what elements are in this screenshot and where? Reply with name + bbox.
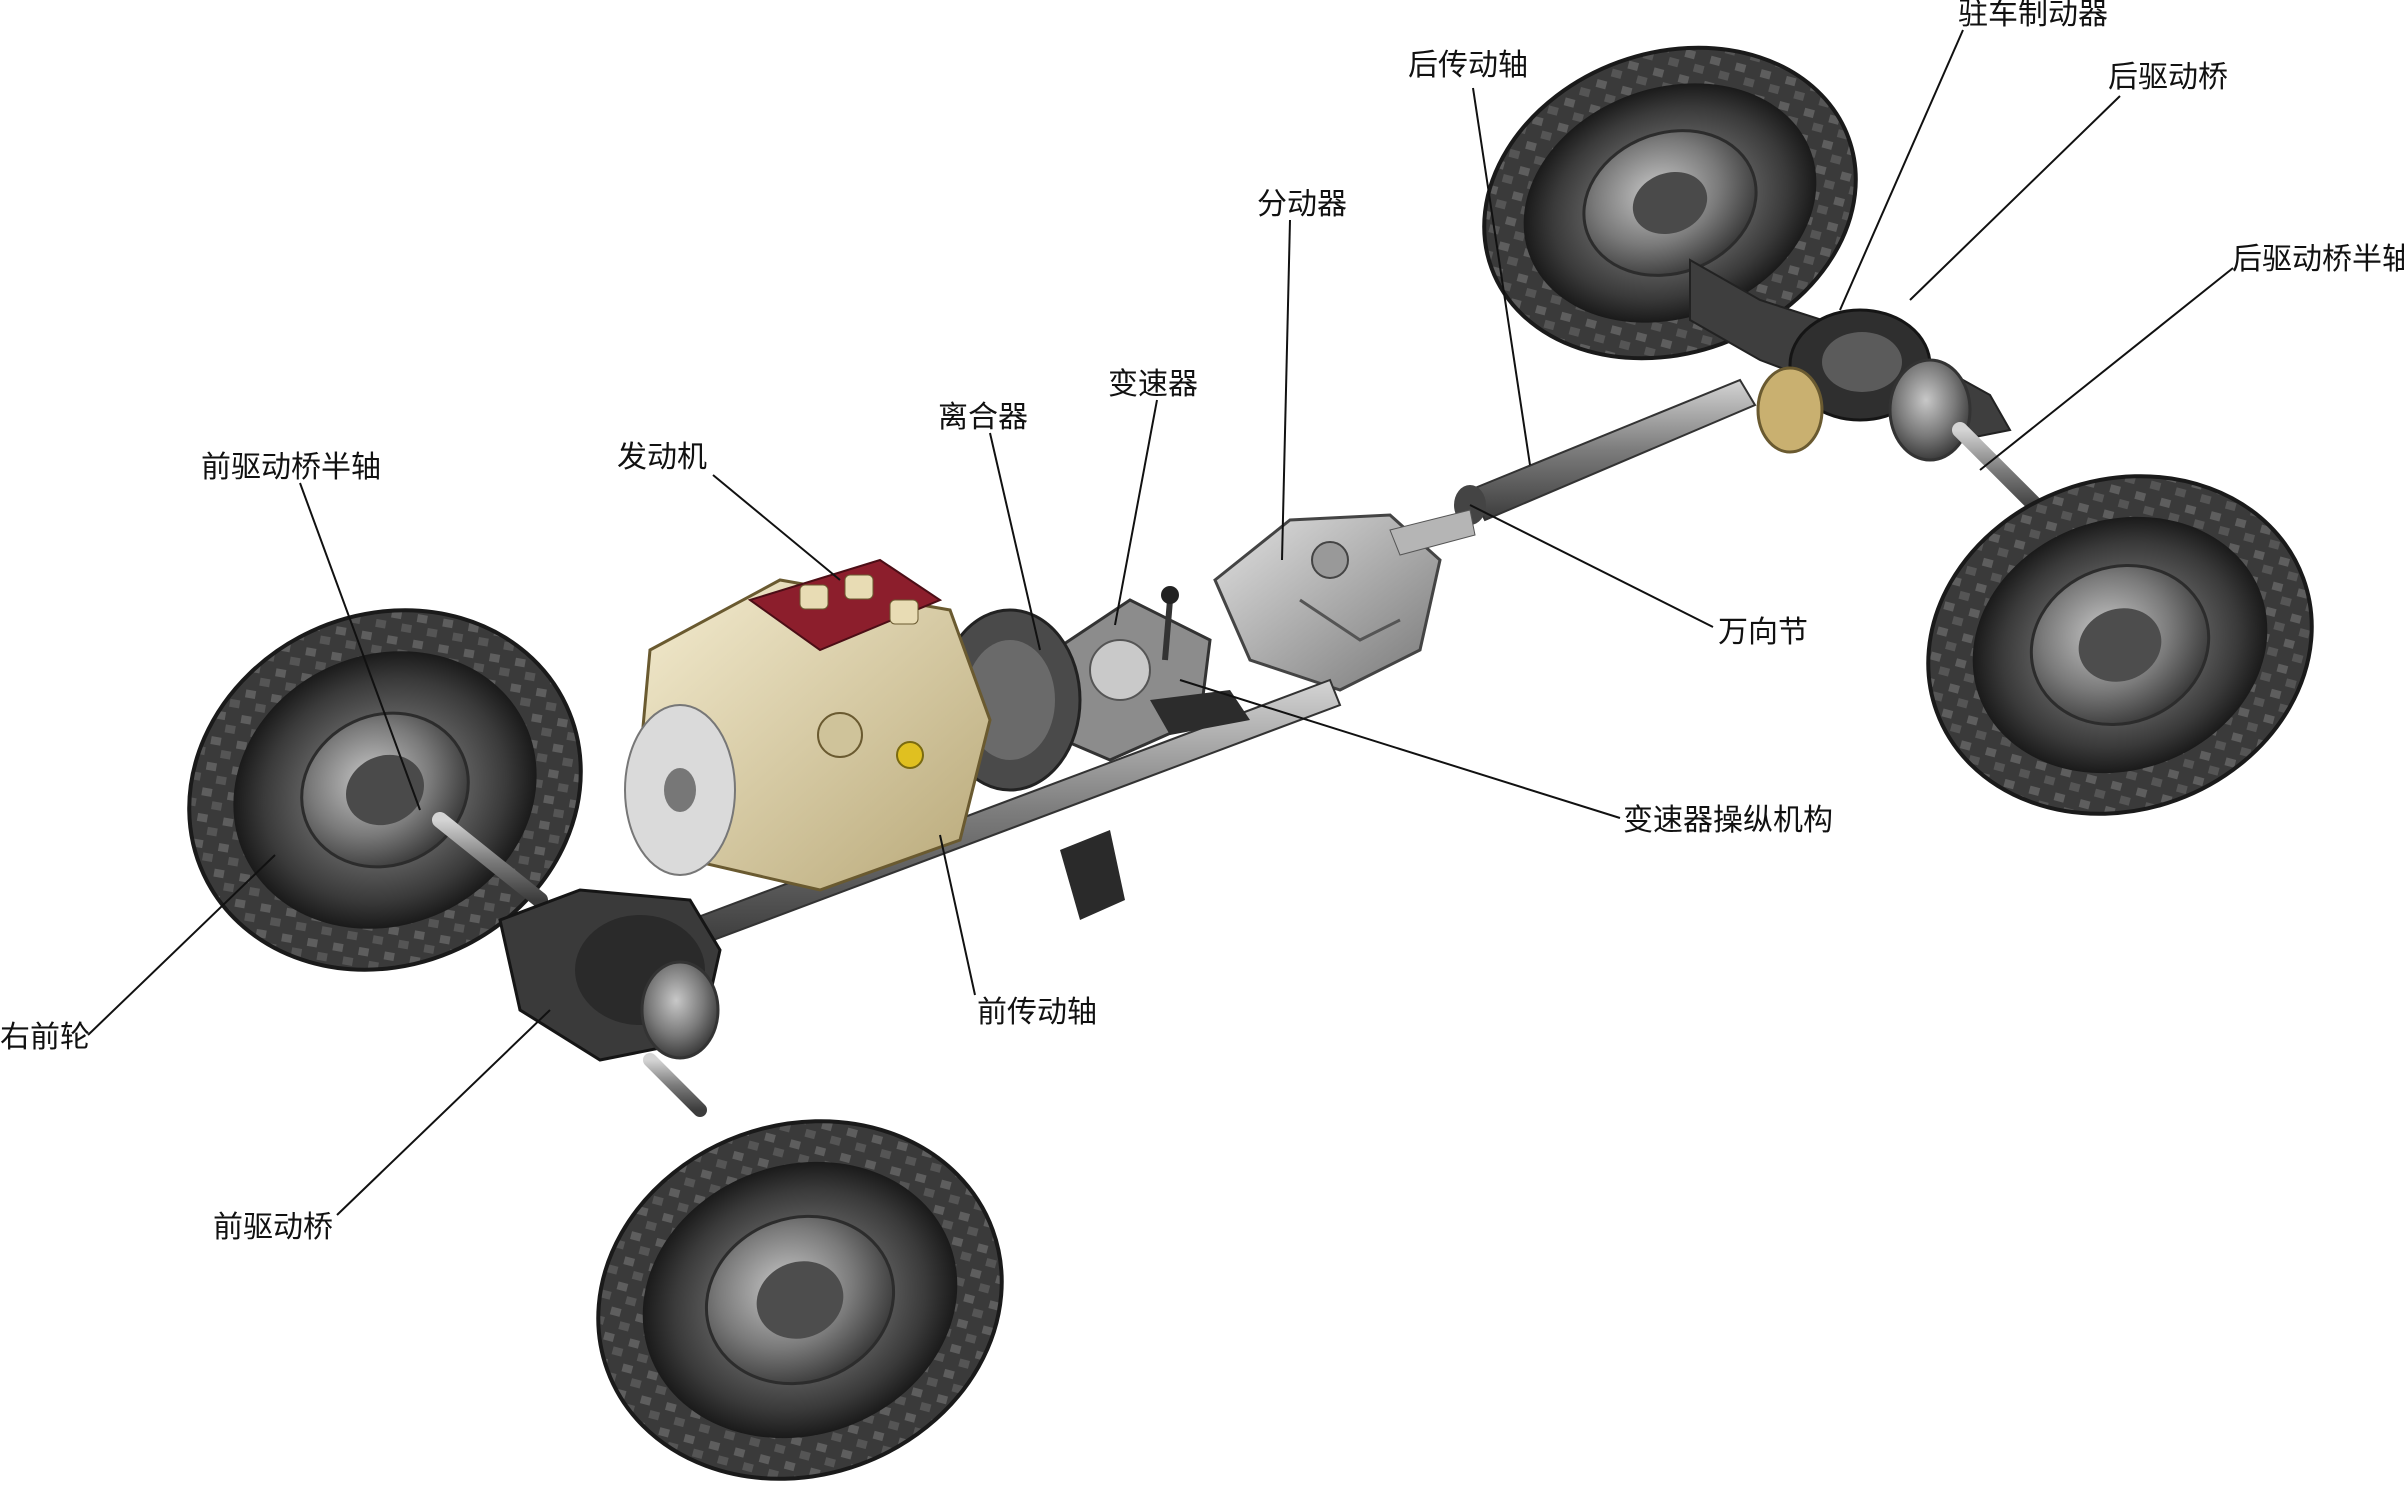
transmission: [1038, 586, 1250, 762]
label-transmission: 变速器: [1108, 367, 1198, 402]
label-front-propshaft: 前传动轴: [977, 995, 1097, 1030]
label-right-front-wheel: 右前轮: [0, 1020, 90, 1055]
rear-axle-assembly: [1482, 45, 2314, 816]
label-clutch: 离合器: [938, 400, 1028, 435]
leader-right-front-wheel: [87, 854, 276, 1036]
label-front-axle-halfshaft: 前驱动桥半轴: [201, 450, 381, 485]
leader-front-axle-halfshaft: [299, 482, 421, 811]
leader-gearshift: [1179, 679, 1621, 819]
leader-rear-propshaft: [1472, 87, 1531, 466]
label-transfer-case: 分动器: [1257, 187, 1347, 222]
rear-right-wheel: [1926, 474, 2314, 816]
label-parking-brake: 驻车制动器: [1958, 0, 2108, 32]
leader-clutch: [989, 432, 1041, 651]
leader-front-propshaft: [939, 834, 976, 996]
engine: [624, 558, 1125, 920]
leader-lines: [87, 29, 2234, 1216]
label-rear-propshaft: 后传动轴: [1408, 48, 1528, 83]
leader-engine: [712, 474, 841, 581]
label-rear-axle-halfshaft: 后驱动桥半轴: [2232, 242, 2404, 277]
leader-universal-joint: [1469, 504, 1714, 628]
leader-transfer-case: [1281, 219, 1291, 561]
label-universal-joint: 万向节: [1718, 615, 1808, 650]
left-front-wheel: [596, 1119, 1004, 1481]
rear-left-wheel: [1482, 45, 1858, 361]
label-gearshift-mechanism: 变速器操纵机构: [1623, 803, 1833, 838]
leader-front-drive-axle: [336, 1009, 551, 1216]
front-axle-assembly: [187, 608, 1004, 1481]
leader-parking-brake: [1839, 29, 1964, 311]
label-front-drive-axle: 前驱动桥: [213, 1210, 333, 1245]
transfer-case: [1213, 509, 1476, 692]
label-engine: 发动机: [617, 440, 707, 475]
leader-rear-axle-halfshaft: [1979, 267, 2234, 471]
leader-transmission: [1114, 399, 1158, 626]
right-front-wheel: [187, 608, 583, 972]
rear-propshaft: [1454, 378, 1757, 525]
leader-rear-drive-axle: [1909, 95, 2121, 301]
label-rear-drive-axle: 后驱动桥: [2108, 60, 2228, 95]
